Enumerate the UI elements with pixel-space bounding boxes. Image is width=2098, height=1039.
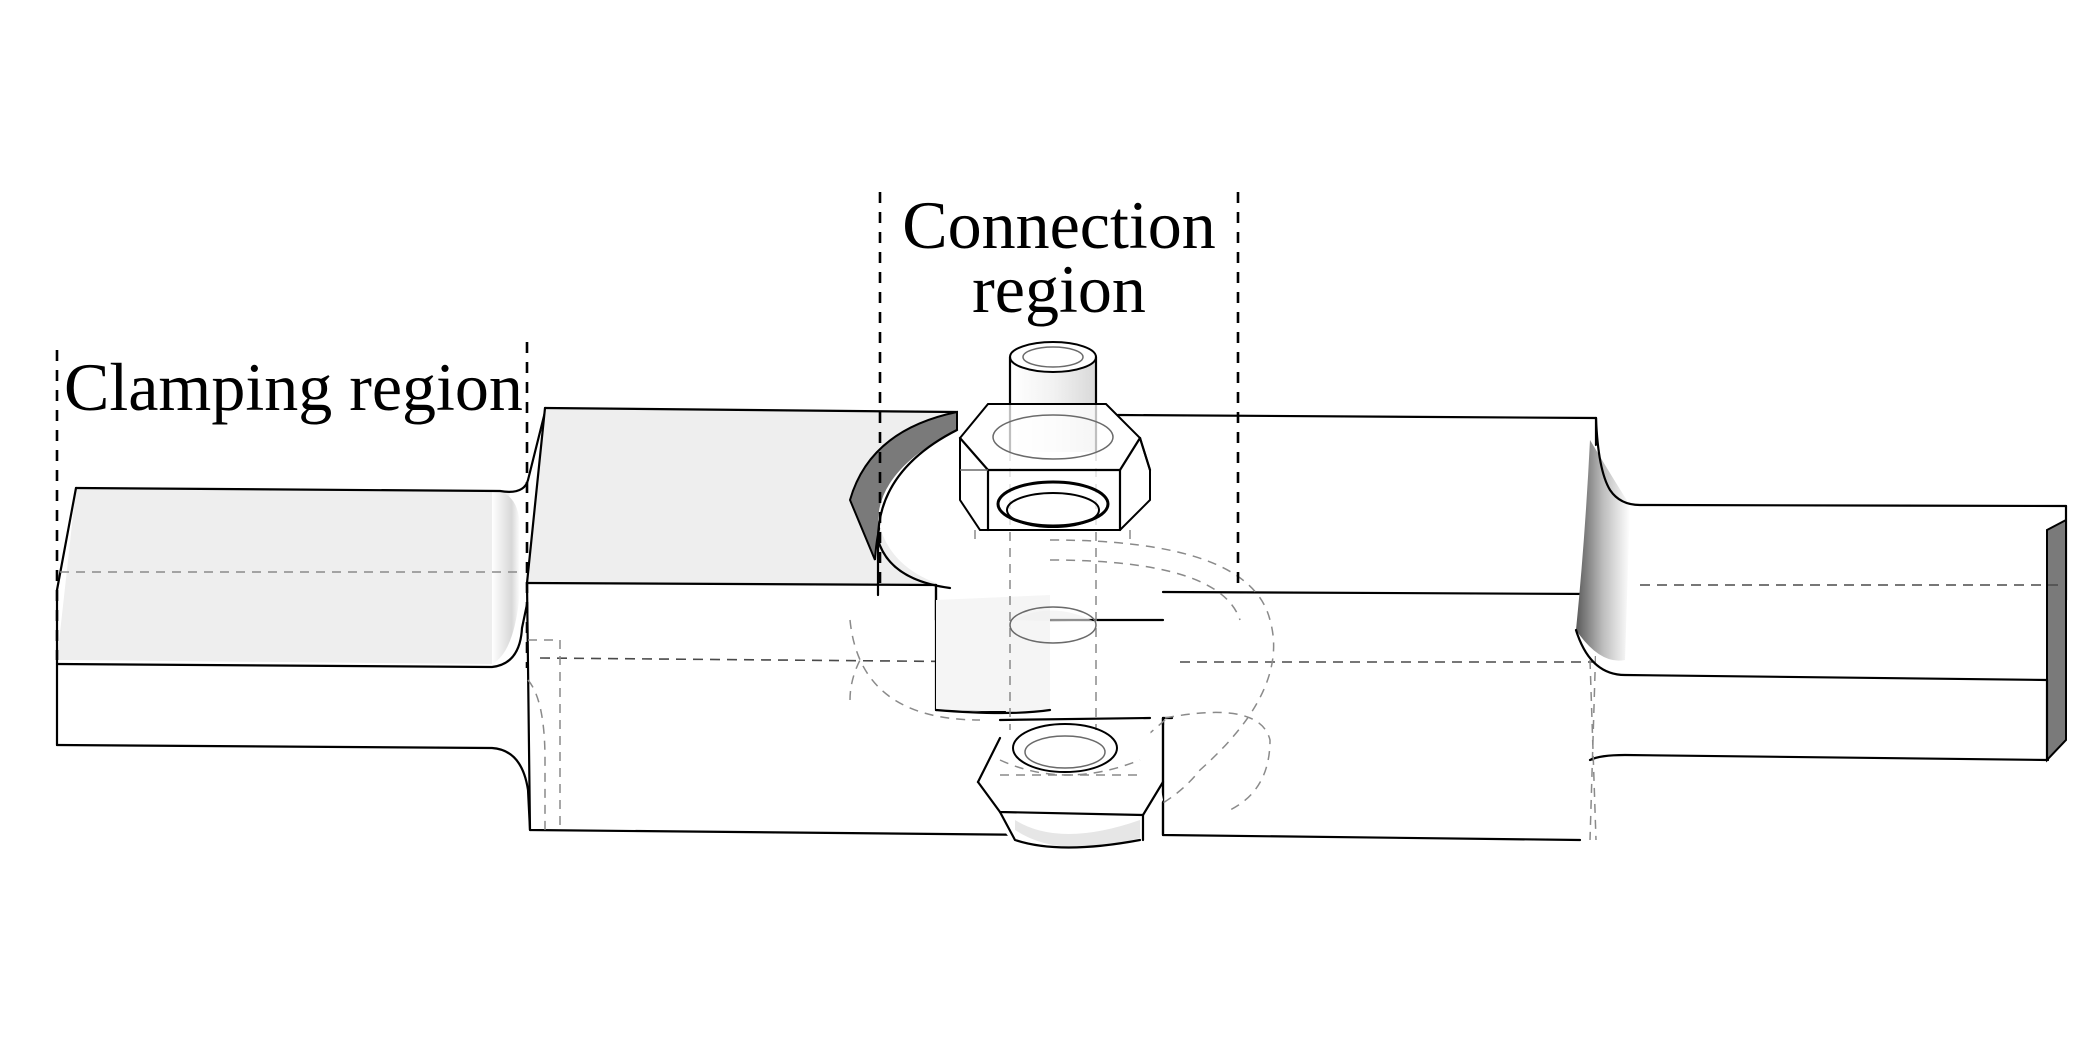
region-boundaries: [55, 192, 1240, 668]
right-tab-fillet: [1576, 440, 1630, 661]
right-tab-end-face: [2046, 518, 2067, 763]
lug-semicircle: [848, 410, 1275, 826]
left-clamping-tab: [55, 410, 547, 832]
connection-region-label-line2: region: [972, 251, 1146, 327]
top-nut-body: [959, 403, 1151, 531]
connection-region-label-line1: Connection: [902, 187, 1216, 263]
top-nut: [958, 403, 1152, 540]
bottom-nut-body: [978, 730, 1163, 848]
clamping-region-label: Clamping region: [64, 349, 523, 425]
right-plate: [1116, 413, 1598, 842]
left-plate-top-face: [527, 408, 957, 585]
right-plate-top-face: [1133, 415, 1596, 594]
left-tab-top-face: [57, 488, 510, 664]
right-clamping-tab: [1574, 416, 2068, 841]
bottom-nut: [976, 716, 1165, 849]
